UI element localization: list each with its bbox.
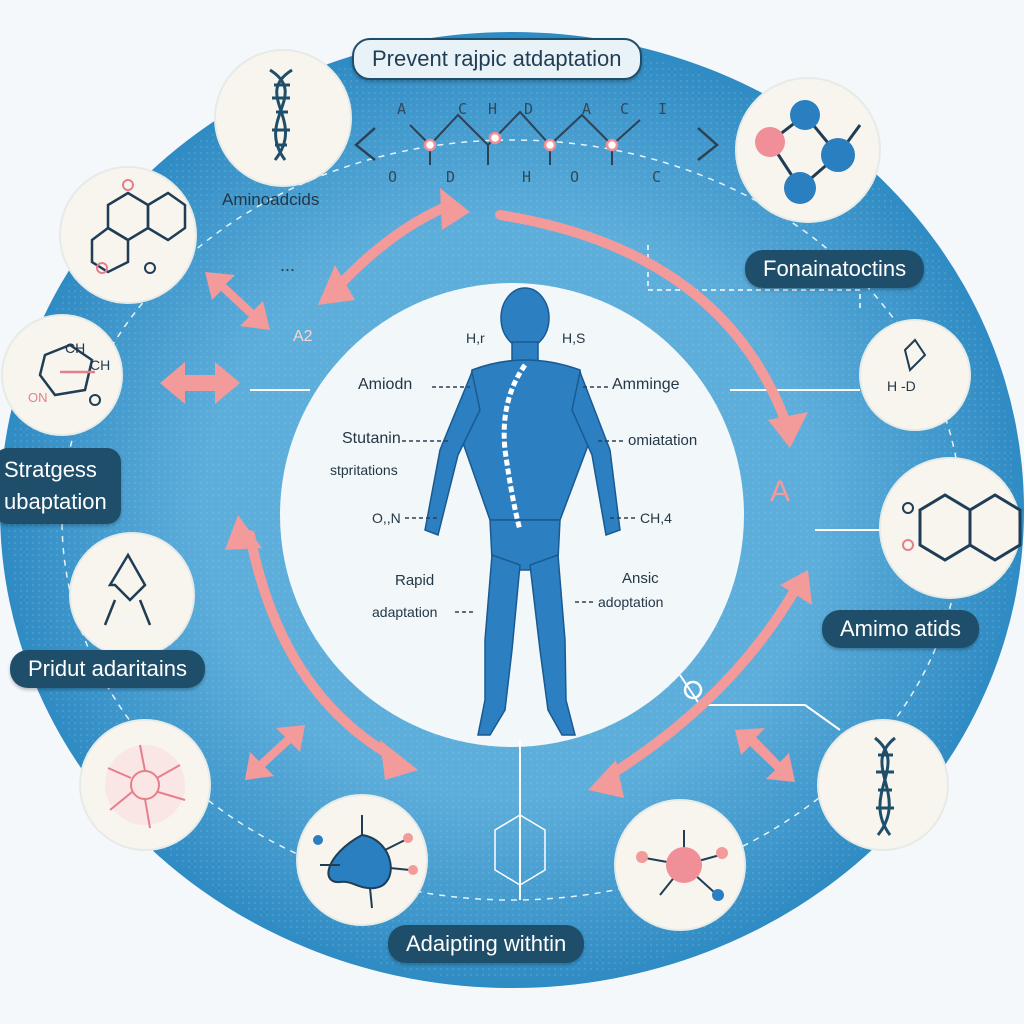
chain-letter: A	[397, 100, 407, 118]
cycle-arrows	[245, 200, 800, 780]
amimo-pill: Amimo atids	[822, 610, 980, 648]
label-hs: H,S	[562, 330, 586, 346]
amino-top-label: Aminoadcids	[222, 190, 320, 209]
leader-lines	[402, 386, 635, 613]
ball-molecule-icon	[755, 100, 862, 204]
pridut-pill: Pridut adaritains	[10, 650, 205, 688]
label-ansic: Ansic	[622, 570, 659, 587]
chain-letter: D	[446, 168, 456, 186]
chain-letter: O	[570, 168, 580, 186]
dna-icon-2	[874, 736, 896, 836]
pink-center-molecule-icon	[636, 830, 728, 901]
title-pill: Prevent rajpic atdaptation	[352, 38, 642, 80]
label-stutanin: Stutanin	[342, 430, 401, 447]
right-hex-molecule-icon	[918, 493, 1022, 562]
connector-right-low	[679, 674, 841, 731]
label-h-d: H -D	[887, 378, 916, 394]
label-rapid: Rapid	[395, 572, 435, 589]
label-hr: H,r	[466, 330, 485, 346]
pink-molecule-icon	[105, 744, 186, 829]
label-adoption: adoptation	[598, 594, 664, 610]
chain-letter: I	[658, 100, 668, 118]
chain-letter: H	[488, 100, 498, 118]
label-ch-mid: CH	[90, 357, 111, 373]
dna-icon	[269, 68, 293, 161]
connector-node	[683, 680, 703, 700]
strategies-line-1: Stratgess	[4, 457, 97, 482]
hd-loop-icon	[903, 338, 927, 372]
hexagon-molecule-icon	[90, 191, 187, 274]
label-a2: A2	[293, 328, 313, 345]
chain-brackets	[354, 127, 719, 161]
ring-molecule-icon	[38, 343, 95, 397]
label-on-left: ON	[28, 390, 48, 405]
label-adaptation: adaptation	[372, 604, 438, 620]
chain-letter: C	[458, 100, 468, 118]
label-big-a: A	[770, 475, 791, 508]
blob-molecule-icon	[313, 815, 418, 909]
chain-letter: A	[582, 100, 592, 118]
label-amminge: Amminge	[612, 376, 680, 393]
label-dots: ...	[280, 255, 296, 275]
chain-letter: H	[522, 168, 532, 186]
chain-letter: D	[524, 100, 534, 118]
adapting-pill: Adaipting withtin	[388, 925, 585, 963]
human-figure	[424, 287, 621, 736]
chain-atoms	[423, 131, 619, 152]
loop-icon	[103, 552, 152, 626]
strategies-line-2: ubaptation	[4, 489, 107, 514]
chain-letter: O	[388, 168, 398, 186]
label-ch4: CH,4	[640, 510, 672, 526]
label-amiodn: Amiodn	[358, 376, 413, 393]
label-on: O,,N	[372, 510, 401, 526]
fonain-pill: Fonainatoctins	[745, 250, 925, 288]
chain-letter: C	[652, 168, 662, 186]
strategies-pill: Stratgess ubaptation	[0, 448, 121, 524]
label-ch-top: CH	[65, 340, 86, 356]
atom-markers	[89, 179, 914, 551]
outer-icon-circles	[1, 49, 1021, 931]
chain-letter: C	[620, 100, 630, 118]
double-arrows	[160, 272, 795, 782]
label-stpritations: stpritations	[330, 462, 398, 478]
label-omiatation: omiatation	[628, 432, 698, 449]
arrowheads	[225, 188, 812, 798]
bottom-loop-icon	[494, 814, 546, 886]
